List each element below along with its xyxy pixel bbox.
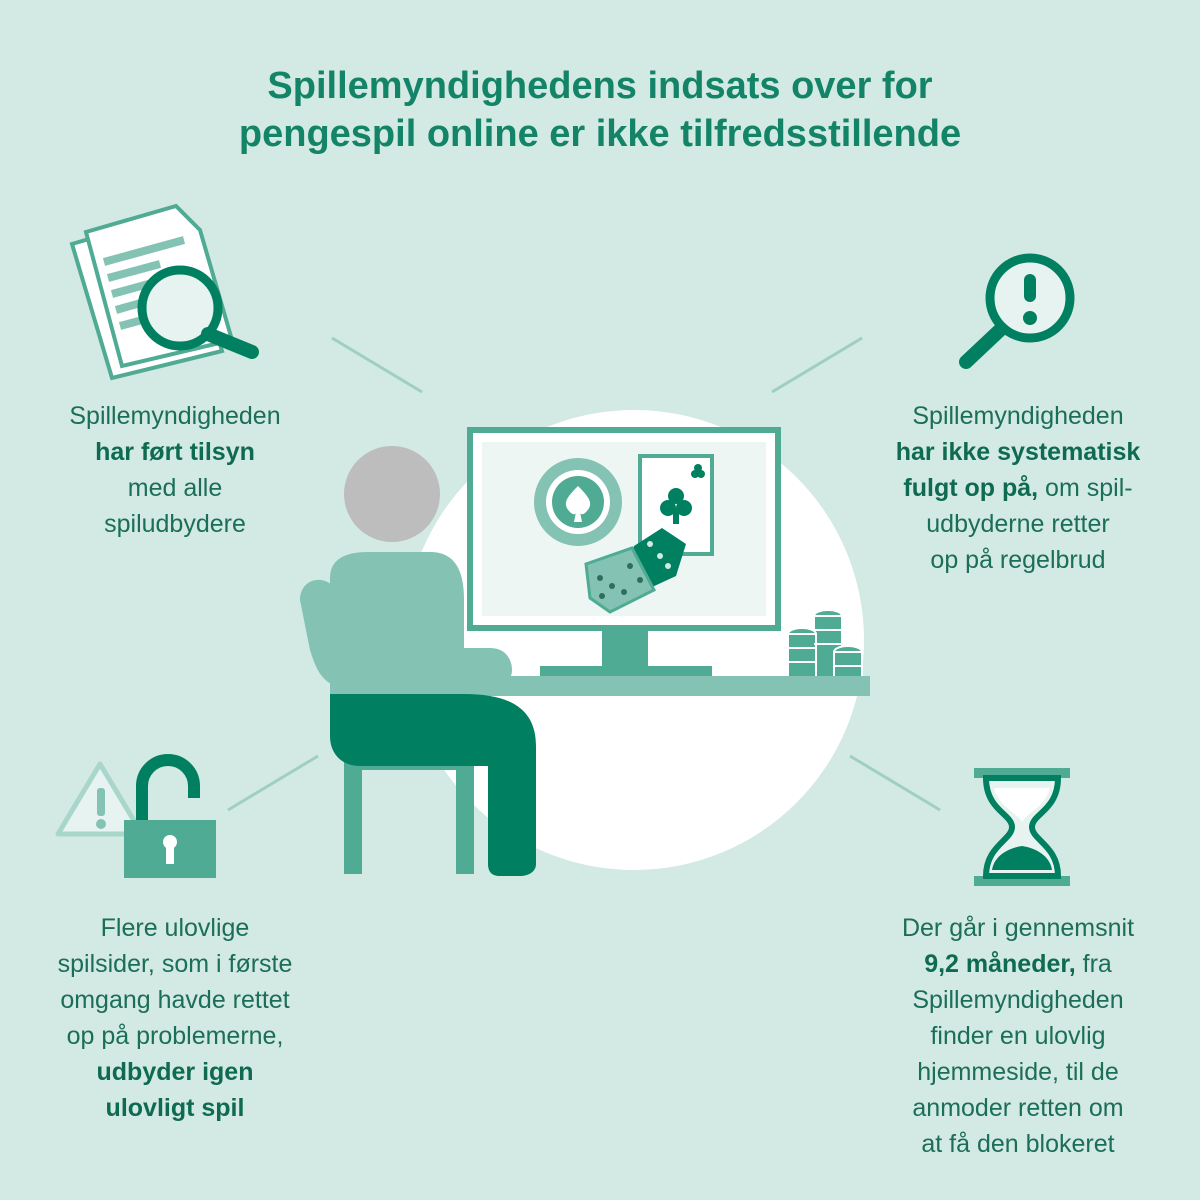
text-line: at få den blokeret bbox=[921, 1130, 1115, 1158]
text-line: udbyderne retter bbox=[926, 510, 1110, 538]
finding-supervision: Spillemyndigheden har ført tilsyn med al… bbox=[25, 398, 325, 542]
text-line: op på problemerne, bbox=[66, 1022, 284, 1050]
document-magnifier-icon bbox=[69, 203, 259, 381]
connector-lines bbox=[227, 336, 941, 812]
text-line: Spillemyndigheden bbox=[912, 402, 1124, 430]
magnifier-exclamation-icon bbox=[959, 253, 1075, 369]
text-line-bold: har ført tilsyn bbox=[95, 438, 255, 466]
text-line: fra bbox=[1075, 950, 1112, 978]
page-title: Spillemyndighedens indsats over for peng… bbox=[0, 62, 1200, 158]
text-line-bold: har ikke systematisk bbox=[895, 438, 1141, 466]
text-line: Spillemyndigheden bbox=[912, 986, 1124, 1014]
person-at-computer-gambling-illustration bbox=[300, 427, 870, 876]
text-line-bold: fulgt op på, bbox=[903, 474, 1039, 502]
text-line: spiludbydere bbox=[104, 510, 246, 538]
text-line: op på regelbrud bbox=[930, 546, 1106, 574]
text-line: hjemmeside, til de bbox=[917, 1058, 1119, 1086]
text-line: om spil- bbox=[1038, 474, 1133, 502]
text-line: Der går i gennemsnit bbox=[901, 914, 1135, 942]
text-line: Spillemyndigheden bbox=[69, 402, 281, 430]
text-line: anmoder retten om bbox=[912, 1094, 1124, 1122]
warning-unlocked-padlock-icon bbox=[55, 754, 216, 878]
text-line-bold: udbyder igen bbox=[96, 1058, 254, 1086]
title-line-1: Spillemyndighedens indsats over for bbox=[267, 65, 933, 107]
text-line-bold: ulovligt spil bbox=[105, 1094, 245, 1122]
text-line: spilsider, som i første bbox=[57, 950, 293, 978]
text-line: finder en ulovlig bbox=[930, 1022, 1106, 1050]
finding-no-systematic-follow-up: Spillemyndigheden har ikke systematisk f… bbox=[866, 398, 1170, 578]
finding-illegal-sites-reoffend: Flere ulovlige spilsider, som i første o… bbox=[25, 910, 325, 1126]
finding-average-blocking-time: Der går i gennemsnit 9,2 måneder, fra Sp… bbox=[866, 910, 1170, 1162]
title-line-2: pengespil online er ikke tilfredsstillen… bbox=[238, 113, 962, 155]
text-line-bold: 9,2 måneder, bbox=[924, 950, 1076, 978]
text-line: Flere ulovlige bbox=[100, 914, 250, 942]
text-line: med alle bbox=[127, 474, 223, 502]
text-line: omgang havde rettet bbox=[60, 986, 290, 1014]
hourglass-icon bbox=[974, 768, 1070, 886]
